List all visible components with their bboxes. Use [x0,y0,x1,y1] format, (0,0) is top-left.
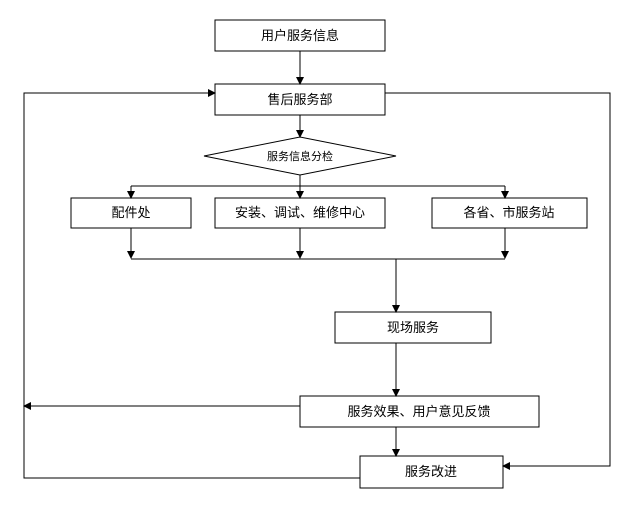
loop-aftersales-to-improve [385,92,611,470]
parts-label: 配件处 [111,206,150,221]
feedback-box [299,395,540,428]
info-check-diamond [203,136,397,176]
info-check-label: 服务信息分检 [267,149,333,163]
after-sales-box [214,83,386,116]
improve-label: 服务改进 [405,464,457,480]
user-info-box [214,19,386,52]
user-info-label: 用户服务信息 [261,28,339,44]
stations-box [431,197,588,229]
feedback-label: 服务效果、用户意见反馈 [347,404,490,420]
install-center-label: 安装、调试、维修中心 [235,206,365,221]
stations-label: 各省、市服务站 [463,205,554,221]
parts-box [70,197,192,229]
improve-box [359,455,504,489]
loop-improve-to-aftersales [23,89,360,479]
after-sales-label: 售后服务部 [267,92,332,108]
onsite-label: 现场服务 [387,320,439,336]
onsite-box [334,311,492,344]
install-center-box [214,197,386,229]
